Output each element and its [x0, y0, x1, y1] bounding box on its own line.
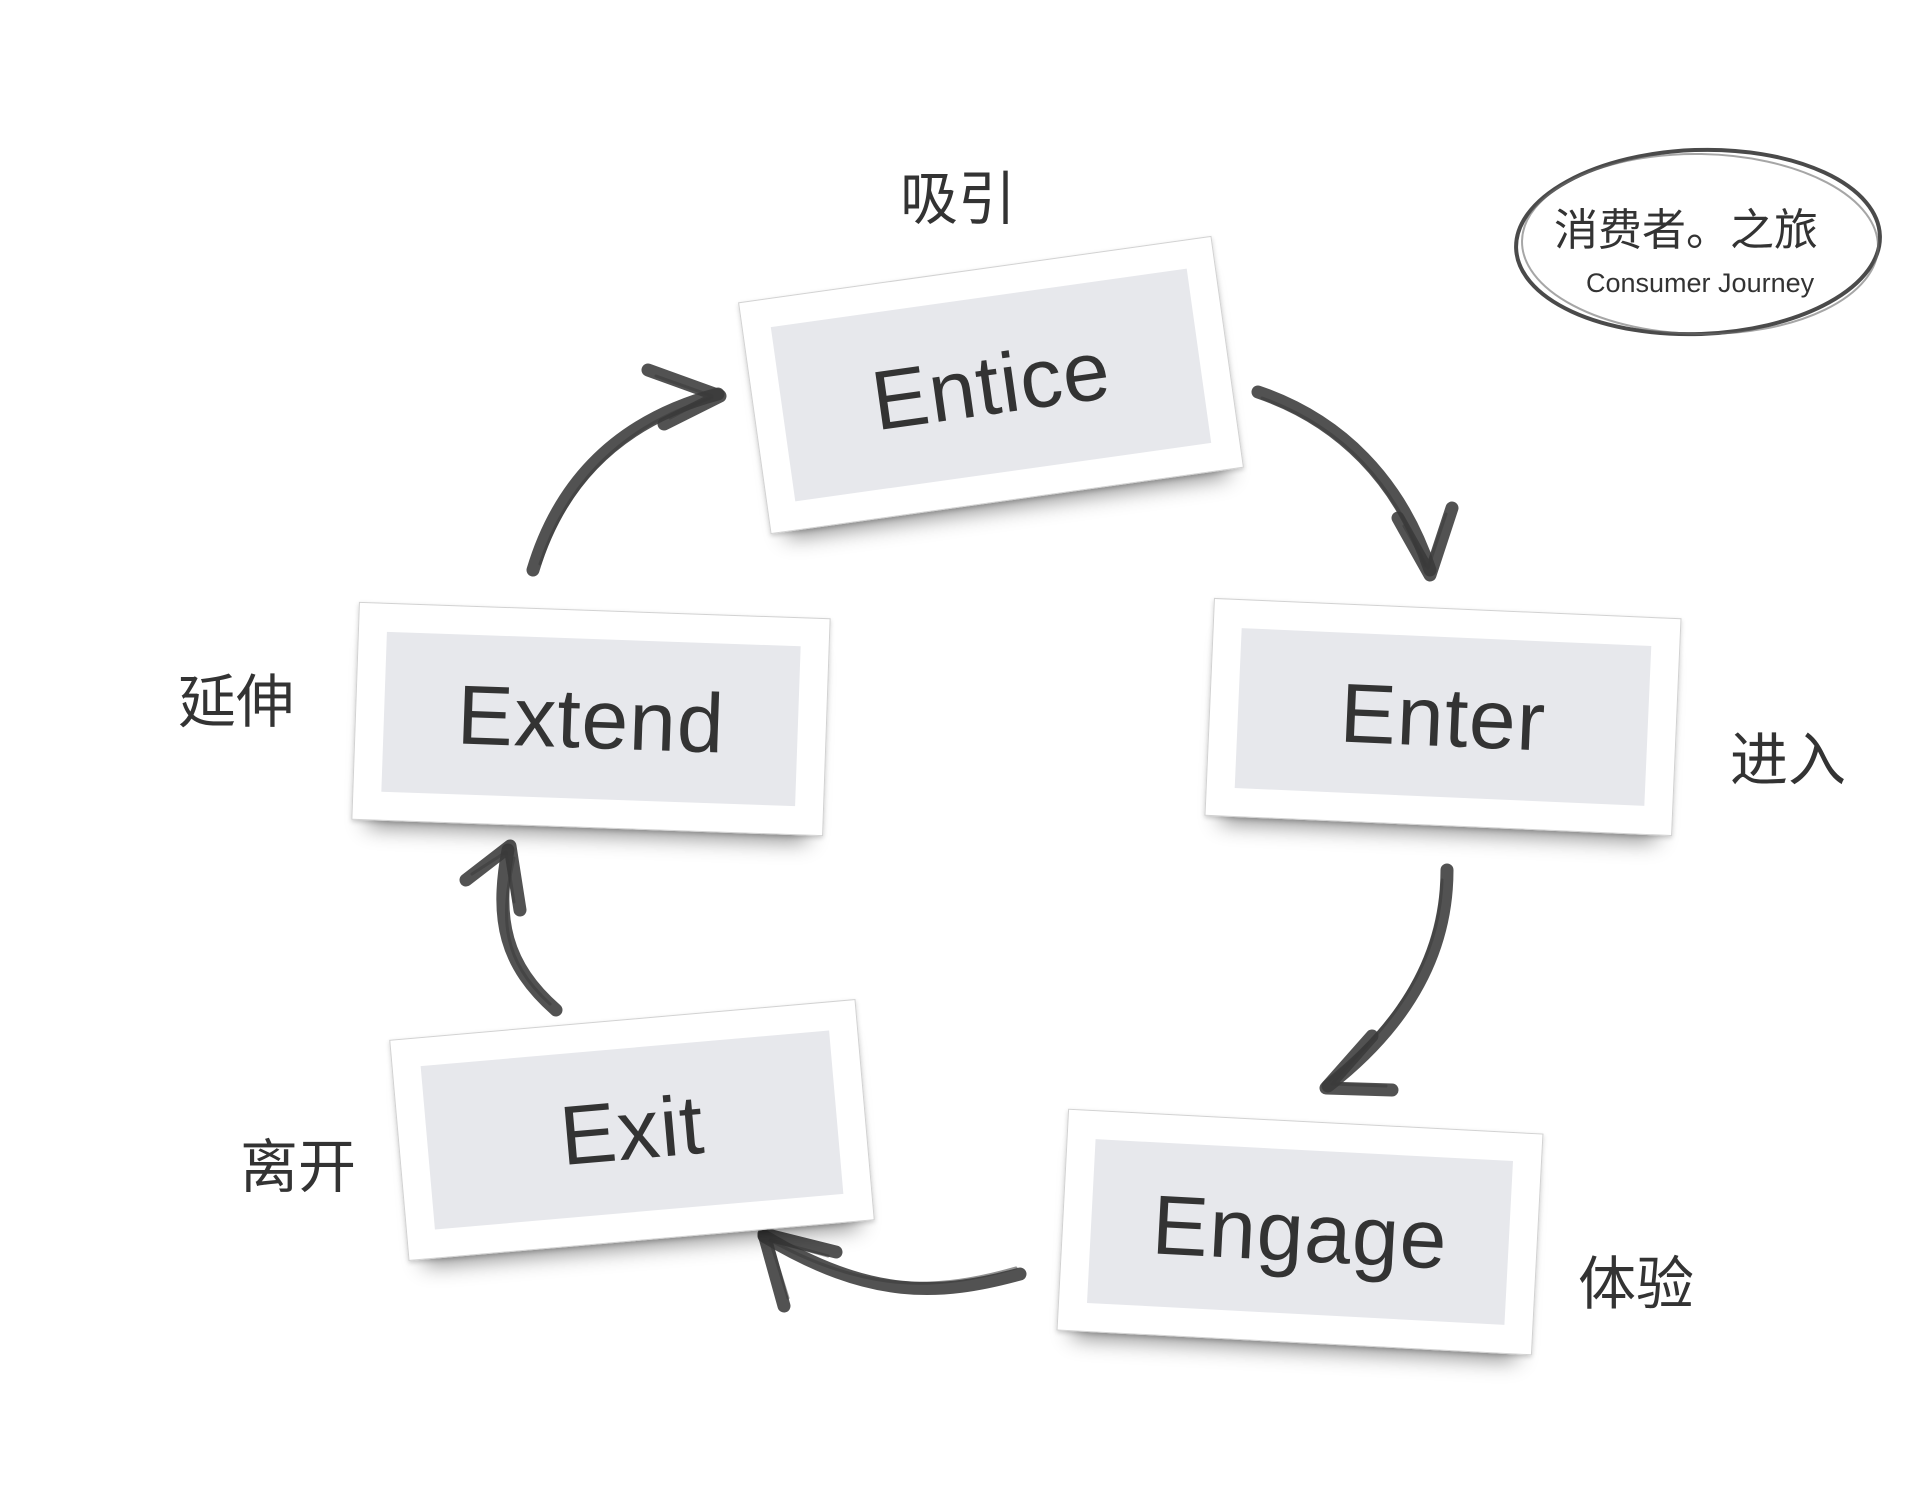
stage-card-exit: Exit: [389, 999, 875, 1261]
arrow-entice-to-enter: [1251, 385, 1459, 582]
arrow-exit-to-extend: [459, 839, 563, 1017]
arrow-engage-to-exit: [757, 1227, 1027, 1313]
stage-label-engage: Engage: [1149, 1176, 1451, 1287]
stage-label-enter: Enter: [1338, 665, 1548, 768]
arrow-enter-to-engage: [1319, 863, 1454, 1097]
arrow-extend-to-entice: [526, 363, 727, 577]
badge-title-en: Consumer Journey: [1586, 268, 1815, 298]
stage-label-extend: Extend: [455, 666, 727, 771]
stage-card-inner: Engage: [1086, 1139, 1514, 1325]
stage-card-inner: Enter: [1234, 628, 1652, 806]
title-badge: 消费者。之旅 Consumer Journey: [1508, 140, 1888, 350]
stage-cn-label-exit: 离开: [240, 1133, 357, 1201]
stage-card-inner: Entice: [770, 268, 1212, 502]
stage-card-inner: Extend: [381, 631, 801, 807]
stage-card-engage: Engage: [1056, 1108, 1544, 1356]
stage-card-extend: Extend: [351, 601, 831, 837]
stage-card-enter: Enter: [1204, 597, 1682, 837]
badge-title-cn: 消费者。之旅: [1554, 205, 1818, 256]
badge-ellipse: [1514, 147, 1882, 337]
stage-cn-label-engage: 体验: [1578, 1250, 1695, 1318]
stage-label-exit: Exit: [556, 1076, 708, 1183]
stage-cn-label-entice: 吸引: [900, 165, 1017, 233]
stage-cn-label-enter: 进入: [1730, 726, 1847, 794]
stage-cn-label-extend: 延伸: [178, 668, 295, 736]
stage-label-entice: Entice: [865, 321, 1117, 448]
stage-card-inner: Exit: [420, 1030, 844, 1230]
